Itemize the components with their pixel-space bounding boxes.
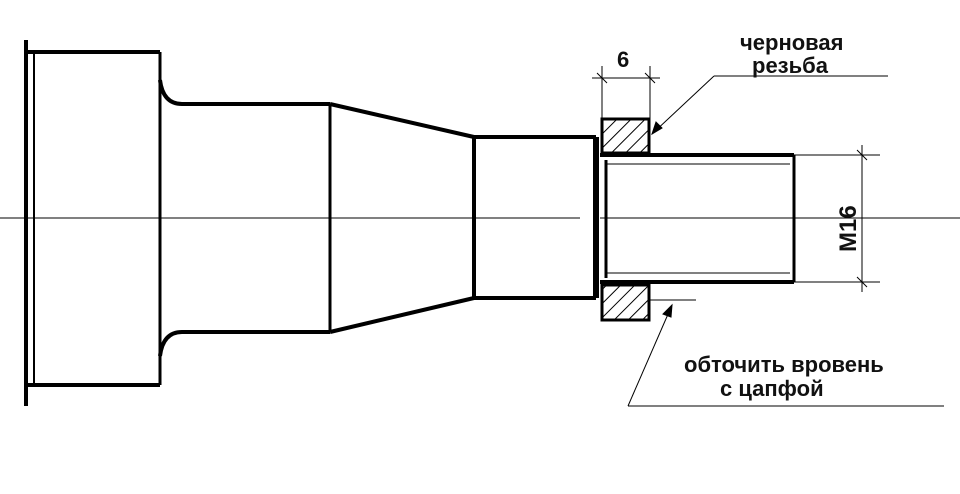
leader-note	[627, 299, 944, 407]
thread-size-label: M16	[835, 205, 862, 252]
taper-section	[329, 102, 475, 334]
chuck-flange	[24, 40, 162, 406]
leader-rough-thread	[651, 75, 888, 136]
rough-thread-label-1: черновая	[740, 30, 843, 55]
nut-section-bottom	[600, 283, 651, 322]
small-cylinder	[472, 135, 599, 300]
dimension-m16	[794, 145, 880, 292]
note-label-1: обточить вровень	[684, 352, 884, 377]
nut-section-top	[600, 117, 651, 155]
rough-thread-label-2: резьба	[752, 53, 829, 78]
dimension-6	[592, 66, 660, 119]
dimension-6-label: 6	[617, 47, 629, 72]
note-label-2: с цапфой	[720, 376, 824, 401]
threaded-shaft	[600, 153, 796, 284]
main-body	[158, 79, 332, 357]
